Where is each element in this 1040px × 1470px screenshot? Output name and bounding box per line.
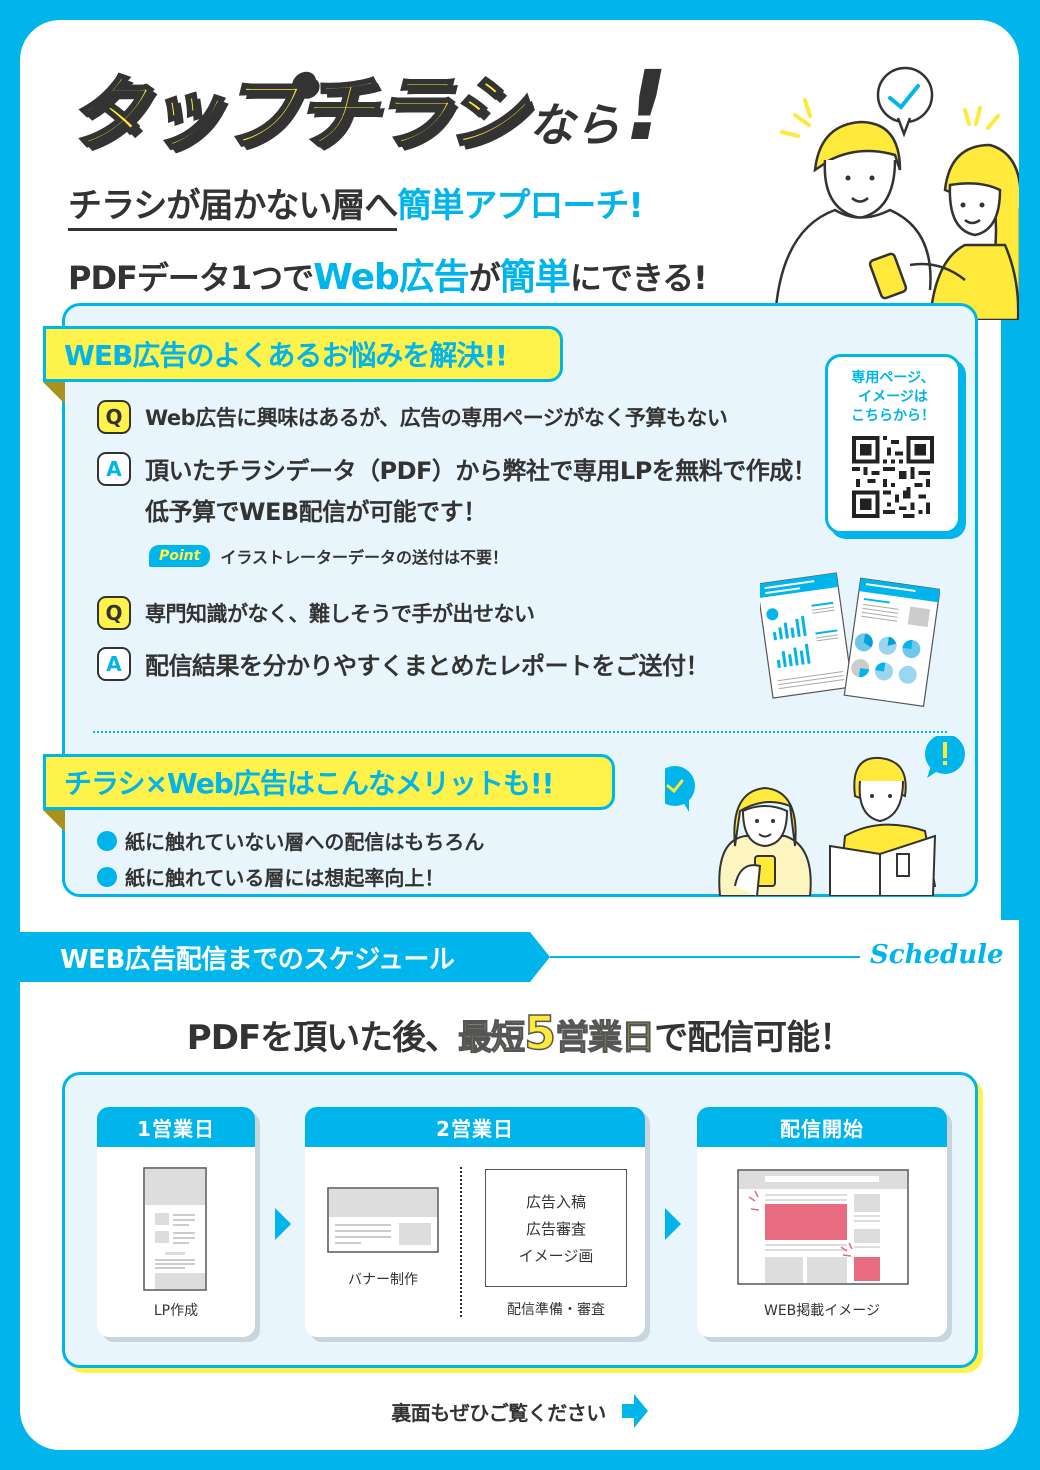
report-documents-illustration	[760, 572, 940, 707]
schedule-flow-panel: 1営業日 LP作成 2営業日 バナー制作	[62, 1072, 978, 1368]
flow-arrow-icon	[275, 1208, 291, 1240]
hero-subtitle-2-part: にできる!	[569, 259, 708, 297]
exclamation-bubble-icon	[925, 736, 965, 778]
step-card-delivery: 配信開始 WEB掲載イメージ	[697, 1107, 947, 1337]
ribbon-fold	[43, 810, 65, 832]
hero-title-katakana: タップチラシ	[66, 67, 527, 160]
step-head: 1営業日	[97, 1107, 255, 1147]
hero-subtitle-2-accent: 簡単	[499, 257, 571, 298]
point-note: Point イラストレーターデータの送付は不要！	[149, 544, 508, 568]
hero-title: タップチラシ なら !	[66, 50, 669, 162]
hero-subtitle-1-accent: 簡単アプローチ!	[397, 186, 644, 226]
answer-text: 低予算でWEB配信が可能です！	[145, 498, 487, 526]
ad-submission-box: 広告入稿 広告審査 イメージ画	[485, 1169, 627, 1287]
step-head: 配信開始	[697, 1107, 947, 1147]
merit-ribbon: チラシ×Web広告はこんなメリットも!!	[43, 754, 615, 810]
step-head: 2営業日	[305, 1107, 645, 1147]
step-divider	[460, 1167, 462, 1317]
step-caption: 配信準備・審査	[507, 1302, 605, 1318]
question-text: 専門知識がなく、難しそうで手が出せない	[145, 602, 535, 626]
faq-panel: WEB広告のよくあるお悩みを解決!! Q Web広告に興味はあるが、広告の専用ペ…	[43, 303, 978, 897]
schedule-lead: PDFを頂いた後、最短5営業日で配信可能！	[20, 1005, 1019, 1061]
bullet-dot-icon	[97, 830, 117, 851]
step-caption: バナー制作	[348, 1272, 418, 1288]
bullet-dot-icon	[97, 866, 117, 887]
faq-answer-1-line2: 低予算でWEB配信が可能です！	[145, 492, 487, 527]
faq-answer-1: A 頂いたチラシデータ（PDF）から弊社で専用LPを無料で作成！	[97, 451, 817, 486]
section-divider	[93, 731, 947, 733]
q-badge-icon: Q	[97, 400, 131, 434]
step-card-day2: 2営業日 バナー制作 広告入稿 広告審査 イメージ画 配信準備・審査	[305, 1107, 645, 1337]
step-caption: LP作成	[153, 1303, 199, 1319]
step-caption: WEB掲載イメージ	[763, 1303, 880, 1319]
merit-bullet-text: 紙に触れている層には想起率向上！	[125, 866, 445, 890]
lead-highlight: 営業日	[555, 1017, 656, 1058]
qr-card[interactable]: 専用ページ、 イメージは こちらから！	[825, 354, 961, 534]
lead-text: PDFを頂いた後、	[186, 1018, 459, 1058]
lead-highlight: 最短	[458, 1017, 526, 1058]
a-badge-icon: A	[97, 646, 131, 681]
flow-arrow-icon	[665, 1208, 681, 1240]
decorative-strip	[1001, 320, 1019, 920]
lp-page-icon	[143, 1167, 207, 1291]
merit-bullet-text: 紙に触れていない層への配信はもちろん	[125, 830, 485, 854]
q-badge-icon: Q	[97, 596, 131, 630]
hero-subtitle-2: PDFデータ1つでWeb広告が簡単にできる!	[68, 248, 708, 300]
qr-label: 専用ページ、 イメージは こちらから！	[851, 370, 935, 424]
a-badge-icon: A	[97, 451, 131, 486]
faq-question-1: Q Web広告に興味はあるが、広告の専用ページがなく予算もない	[97, 400, 728, 434]
footer-note[interactable]: 裏面もぜひご覧ください	[20, 1394, 1019, 1428]
hero-subtitle-2-part: PDFデータ1つで	[68, 259, 314, 297]
lead-highlight-number: 5	[523, 1005, 557, 1061]
schedule-script-label: Schedule	[870, 940, 1004, 970]
qr-code-icon[interactable]	[852, 435, 934, 518]
hero-title-exclaim: !	[624, 50, 669, 162]
newspaper-and-phone-readers-illustration	[665, 736, 965, 896]
check-bubble-icon	[665, 766, 695, 812]
box-line: 広告入稿	[525, 1192, 586, 1211]
point-text: イラストレーターデータの送付は不要！	[220, 548, 509, 567]
web-page-mockup-icon	[737, 1169, 909, 1285]
check-bubble-icon	[876, 66, 934, 138]
question-text: Web広告に興味はあるが、広告の専用ページがなく予算もない	[145, 406, 728, 430]
answer-text: 配信結果を分かりやすくまとめたレポートをご送付！	[145, 652, 710, 680]
merit-bullet-1: 紙に触れていない層への配信はもちろん	[97, 826, 484, 855]
hero-subtitle-2-part: が	[468, 259, 501, 297]
answer-text: 頂いたチラシデータ（PDF）から弊社で専用LPを無料で作成！	[145, 457, 817, 485]
arrow-right-icon[interactable]	[621, 1394, 648, 1428]
faq-question-2: Q 専門知識がなく、難しそうで手が出せない	[97, 596, 535, 630]
faq-ribbon: WEB広告のよくあるお悩みを解決!!	[43, 326, 563, 382]
merit-bullet-2: 紙に触れている層には想起率向上！	[97, 862, 444, 891]
hero-title-suffix: なら	[528, 98, 621, 152]
banner-icon	[327, 1187, 439, 1253]
schedule-header: WEB広告配信までのスケジュール	[20, 932, 550, 982]
hero-subtitle-2-accent: Web広告	[313, 257, 470, 298]
hero-subtitle-1: チラシが届かない層へ簡単アプローチ!	[68, 178, 644, 231]
lead-text: で配信可能！	[654, 1018, 853, 1058]
point-tag: Point	[149, 545, 211, 567]
couple-with-phone-illustration	[773, 66, 1019, 320]
box-line: 広告審査	[525, 1219, 586, 1238]
schedule-header-line	[550, 956, 860, 958]
faq-answer-2: A 配信結果を分かりやすくまとめたレポートをご送付！	[97, 646, 710, 681]
step-card-day1: 1営業日 LP作成	[97, 1107, 255, 1337]
hero-subtitle-1-underlined: チラシが届かない層へ	[68, 186, 398, 231]
ribbon-fold	[43, 382, 65, 404]
flyer-sheet: タップチラシ なら ! チラシが届かない層へ簡単アプローチ! PDFデータ1つで…	[20, 20, 1019, 1450]
footer-note-text: 裏面もぜひご覧ください	[391, 1400, 606, 1425]
box-line: イメージ画	[518, 1246, 594, 1265]
